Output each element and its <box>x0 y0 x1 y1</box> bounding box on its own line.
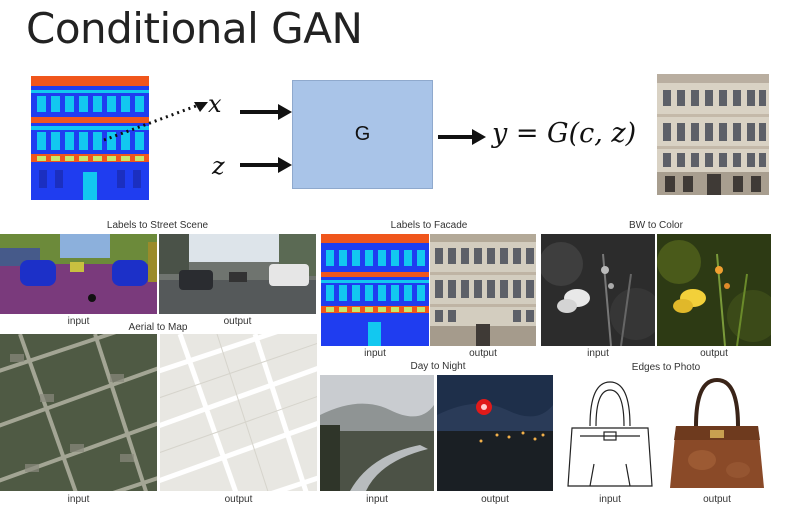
color-photo-output <box>657 234 771 346</box>
caption-day-input: input <box>366 494 388 505</box>
caption-bw-input: input <box>587 348 609 359</box>
heading-edges-to-photo: Edges to Photo <box>631 362 701 373</box>
street-photo-output <box>159 234 316 314</box>
street-labels-input <box>0 234 157 314</box>
input-z-label: z <box>212 152 225 180</box>
caption-street-input: input <box>67 316 90 327</box>
bw-photo-input <box>541 234 655 346</box>
arrow-g-to-output <box>438 129 486 145</box>
input-x-label: x <box>208 90 222 118</box>
bag-edges-input <box>567 381 653 487</box>
slide-title: Conditional GAN <box>26 4 363 53</box>
heading-labels-to-facade: Labels to Facade <box>390 220 468 231</box>
caption-facade-input: input <box>364 348 386 359</box>
caption-aerial-input: input <box>67 494 90 505</box>
caption-edges-output: output <box>703 494 731 505</box>
arrow-z-to-g <box>240 157 292 173</box>
facade-labels-input <box>321 234 429 346</box>
caption-edges-input: input <box>599 494 621 505</box>
generator-box: G <box>292 80 433 189</box>
caption-street-output: output <box>223 316 252 327</box>
map-output <box>160 334 317 491</box>
caption-aerial-output: output <box>224 494 253 505</box>
output-formula: y = G(c, z) <box>492 118 637 149</box>
facade-photo-output-small <box>430 234 536 346</box>
bag-photo-output <box>670 377 764 488</box>
dotted-arrow-to-x <box>103 102 208 142</box>
heading-day-to-night: Day to Night <box>410 361 466 372</box>
arrow-x-to-g <box>240 104 292 120</box>
night-photo-output <box>437 375 553 491</box>
aerial-photo-input <box>0 334 157 491</box>
heading-aerial-to-map: Aerial to Map <box>128 322 188 333</box>
facade-photo-output <box>657 74 769 195</box>
day-photo-input <box>320 375 434 491</box>
caption-day-output: output <box>481 494 509 505</box>
caption-facade-output: output <box>469 348 497 359</box>
caption-bw-output: output <box>700 348 728 359</box>
heading-labels-to-street-scene: Labels to Street Scene <box>106 220 209 231</box>
generator-label: G <box>354 123 371 145</box>
heading-bw-to-color: BW to Color <box>629 220 683 231</box>
facade-label-map <box>31 76 149 200</box>
